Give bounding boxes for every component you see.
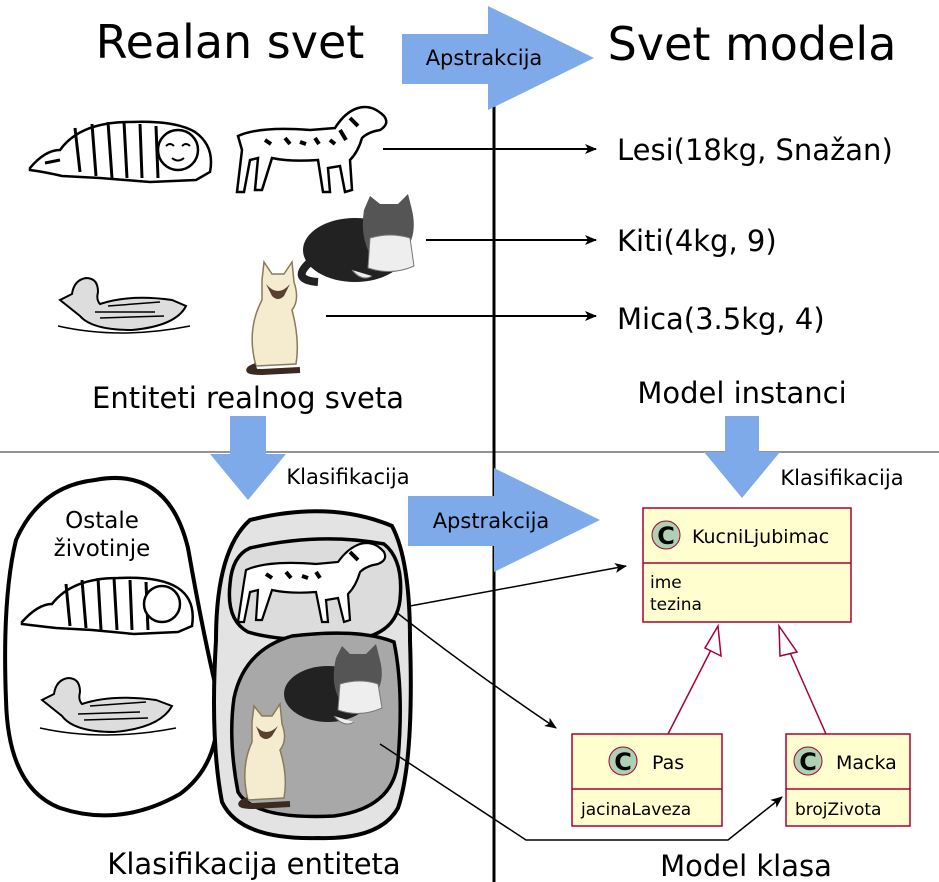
left-classification-label: Klasifikacija [286, 465, 409, 489]
black-cat-image [297, 194, 415, 286]
other-animals-line2: životinje [54, 536, 151, 562]
uml-class-macka: C Macka brojZivota [785, 733, 911, 827]
class-name-pas: Pas [652, 752, 684, 774]
class-stereotype-circle [608, 746, 638, 776]
attribute-ime: ime [650, 573, 682, 593]
entity-classification-caption: Klasifikacija entiteta [107, 847, 400, 881]
other-animals-line1: Ostale [65, 508, 139, 534]
dog-region-to-pas-arrow [395, 611, 557, 729]
class-stereotype-letter: C [799, 748, 817, 776]
class-stereotype-circle [793, 746, 823, 776]
class-stereotype-letter: C [657, 522, 675, 550]
siamese-cat-image-small [238, 701, 291, 810]
real-entities-caption: Entiteti realnog sveta [92, 381, 404, 415]
duck-image-small [39, 676, 177, 736]
bottom-abstraction-label: Apstrakcija [433, 509, 550, 533]
class-name-kucniljubimac: KucniLjubimac [692, 526, 829, 548]
left-classification-arrow [210, 416, 286, 500]
tiger-image-small [20, 576, 194, 636]
pets-to-parent-class-arrow [409, 563, 627, 607]
instance-lesi: Lesi(18kg, Snažan) [617, 133, 893, 167]
duck-image [57, 276, 191, 334]
cat-region-to-macka-arrow [379, 743, 783, 841]
instance-model-caption: Model instanci [637, 376, 846, 410]
tiger-image [28, 120, 213, 184]
siamese-cat-image [246, 259, 301, 376]
right-classification-arrow [704, 416, 780, 498]
uml-class-kucniljubimac: C KucniLjubimac ime tezina [642, 507, 852, 623]
class-stereotype-letter: C [614, 748, 632, 776]
uml-class-pas: C Pas jacinaLaveza [571, 733, 723, 827]
dog-image [235, 105, 388, 194]
class-model-caption: Model klasa [660, 849, 832, 882]
real-world-heading: Realan svet [96, 15, 365, 69]
instance-mica: Mica(3.5kg, 4) [617, 302, 825, 336]
right-classification-label: Klasifikacija [780, 466, 903, 490]
attribute-tezina: tezina [650, 595, 702, 615]
dog-image-small [236, 541, 387, 624]
attribute-jacinalaveza: jacinaLaveza [580, 800, 691, 820]
model-world-heading: Svet modela [608, 17, 897, 71]
class-name-macka: Macka [836, 752, 897, 774]
top-abstraction-label: Apstrakcija [426, 46, 543, 70]
class-stereotype-circle [651, 520, 681, 550]
attribute-brojzivota: brojZivota [795, 800, 881, 820]
black-cat-image-small [284, 644, 383, 725]
instance-kiti: Kiti(4kg, 9) [617, 224, 777, 258]
pas-inherits-arrow [667, 623, 722, 735]
bottom-abstraction-arrow [408, 468, 600, 572]
top-abstraction-arrow [402, 6, 594, 110]
macka-inherits-arrow [778, 623, 827, 735]
